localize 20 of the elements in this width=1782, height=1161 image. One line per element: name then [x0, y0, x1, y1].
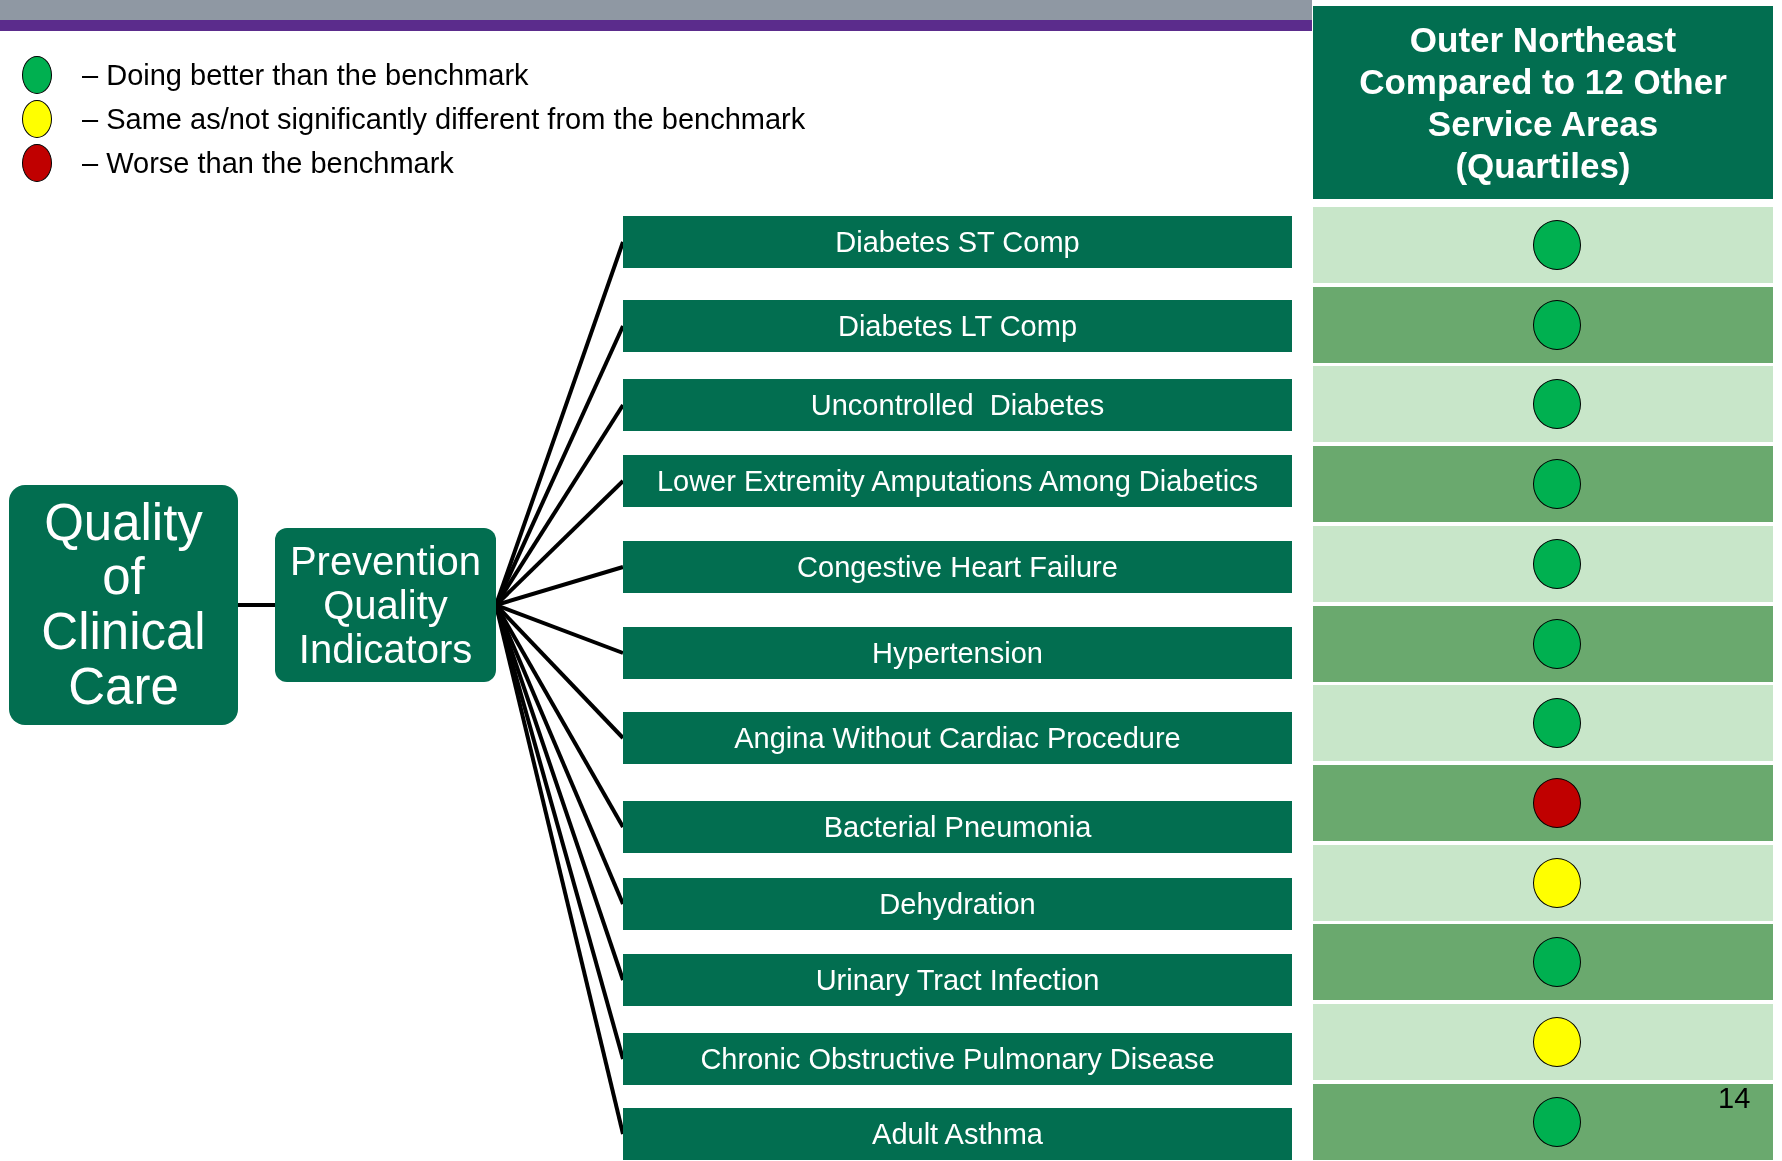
indicator-box: Chronic Obstructive Pulmonary Disease [623, 1033, 1292, 1085]
indicator-box: Congestive Heart Failure [623, 541, 1292, 593]
column-header: Outer Northeast Compared to 12 Other Service Areas (Quartiles) [1313, 6, 1773, 199]
indicator-box: Adult Asthma [623, 1108, 1292, 1160]
subcategory-box: Prevention Quality Indicators [275, 528, 496, 682]
indicator-box: Angina Without Cardiac Procedure [623, 712, 1292, 764]
indicator-box: Lower Extremity Amputations Among Diabetics [623, 455, 1292, 507]
indicator-box: Uncontrolled Diabetes [623, 379, 1292, 431]
indicator-box: Diabetes ST Comp [623, 216, 1292, 268]
legend-text: – Doing better than the benchmark [82, 58, 529, 92]
page-number: 14 [1718, 1082, 1751, 1115]
connector-line [238, 603, 275, 607]
legend-text: – Worse than the benchmark [82, 146, 454, 180]
indicator-box: Bacterial Pneumonia [623, 801, 1292, 853]
legend-text: – Same as/not significantly different from the benchmark [82, 102, 806, 136]
indicator-box: Diabetes LT Comp [623, 300, 1292, 352]
category-box: Quality of Clinical Care [9, 485, 238, 725]
indicator-box: Dehydration [623, 878, 1292, 930]
indicator-box: Urinary Tract Infection [623, 954, 1292, 1006]
indicator-box: Hypertension [623, 627, 1292, 679]
